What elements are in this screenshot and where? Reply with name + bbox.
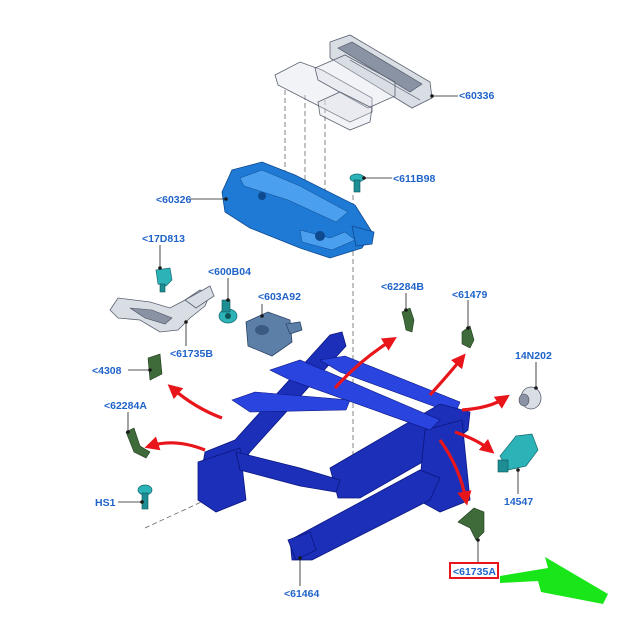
callout-14N202[interactable]: 14N202: [515, 350, 552, 362]
callout-61464[interactable]: <61464: [284, 588, 319, 600]
highlight-box: [449, 562, 499, 579]
leader-lines: [118, 94, 538, 586]
callout-14547[interactable]: 14547: [504, 496, 533, 508]
part-60326-seat-pan[interactable]: [221, 161, 375, 259]
part-61735A-bracket[interactable]: [457, 507, 485, 541]
callout-603A92[interactable]: <603A92: [258, 291, 301, 303]
callout-61735B[interactable]: <61735B: [170, 348, 213, 360]
callout-17D813[interactable]: <17D813: [142, 233, 185, 245]
part-17D813-clip[interactable]: [155, 267, 173, 293]
part-62284B-bracket[interactable]: [401, 307, 415, 333]
part-62284A-bracket[interactable]: [125, 427, 151, 459]
motion-arrows: [144, 336, 510, 506]
callout-61735A[interactable]: <61735A: [453, 566, 496, 578]
green-pointer-arrow-icon: [500, 557, 608, 604]
part-HS1-screw[interactable]: [137, 484, 153, 510]
part-611B98-clip[interactable]: [349, 173, 365, 193]
callout-HS1[interactable]: HS1: [95, 497, 116, 509]
callout-611B98[interactable]: <611B98: [393, 173, 435, 185]
callout-60336[interactable]: <60336: [459, 90, 494, 102]
part-600B04-fitting[interactable]: [218, 299, 238, 324]
part-14547-connector[interactable]: [497, 433, 539, 473]
callout-61479[interactable]: <61479: [452, 289, 487, 301]
part-61464-seat-frame[interactable]: [197, 331, 471, 561]
part-14N202-cap[interactable]: [518, 386, 542, 410]
part-4308-nut[interactable]: [147, 353, 163, 381]
part-60336-seat-wire-assembly[interactable]: [274, 34, 433, 131]
callout-60326[interactable]: <60326: [156, 194, 191, 206]
callout-4308[interactable]: <4308: [92, 365, 122, 377]
part-61735B-bracket[interactable]: [109, 285, 215, 333]
callout-62284A[interactable]: <62284A: [104, 400, 147, 412]
callout-62284B[interactable]: <62284B: [381, 281, 424, 293]
callout-600B04[interactable]: <600B04: [208, 266, 251, 278]
part-603A92-motor[interactable]: [245, 311, 303, 357]
